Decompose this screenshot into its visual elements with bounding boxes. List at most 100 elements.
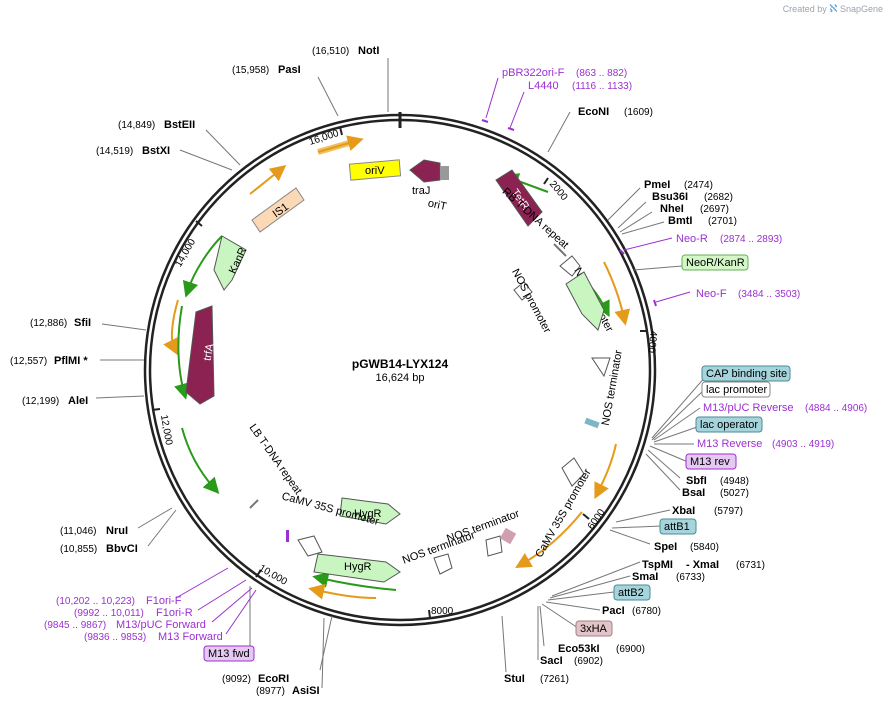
orf-arcs [163,135,631,600]
feature-TetR [495,169,543,227]
primer-l4440-range: (1116 .. 1133) [572,81,632,92]
feature-traJ-label: traJ [412,185,430,197]
feature-lb-repeat-label: LB T-DNA repeat [247,422,304,497]
site-econi-pos: (1609) [624,107,653,118]
feature-trfA [185,305,215,405]
tick-label-4000: 4000 [646,330,659,354]
feature-nos-promoter-2-label: NOS promoter [509,267,553,336]
leader-ecori [319,615,333,671]
primer-leaders [175,77,691,635]
primer-leader-neo-r [623,237,673,251]
tick-label-14000: 14,000 [173,237,198,269]
primer-labels: pBR322ori-F (863 .. 882) L4440 (1116 .. … [44,67,867,643]
tick-14000 [195,220,203,227]
tick-6000 [582,513,590,520]
tick-12000 [151,408,161,411]
leader-bbvci [147,509,177,547]
plasmid-size: 16,624 bp [376,372,425,384]
feature-hygr-1 [339,497,401,525]
feature-nos-term-2 [485,535,503,557]
site-ecori-pos: (9092) [222,674,251,685]
box-attb1-label: attB1 [664,521,690,533]
site-asisi-name: AsiSI [292,685,320,697]
site-smai-pos: (6733) [676,572,705,583]
site-pflmi-name: PflMI * [54,355,88,367]
feature-IS1 [251,187,305,233]
leader-neor-box [633,265,683,271]
orf-arc-left-3 [174,305,190,400]
snapgene-logo-icon: ℵ [829,3,838,15]
site-bsteii-name: BstEII [164,119,195,131]
primer-mark-pbr322 [481,119,489,123]
site-saci-name: SacI [540,655,563,667]
box-3xha [575,620,613,637]
site-stui-pos: (7261) [540,674,569,685]
primer-neo-r-name: Neo-R [676,233,708,245]
site-bstxi-pos: (14,519) [96,146,133,157]
feature-cap-block [584,417,600,429]
leader-xbai [615,509,671,523]
site-leaders [95,58,707,689]
site-alei-name: AleI [68,395,88,407]
feature-attb-block [499,527,517,545]
site-nrui-name: NruI [106,525,128,537]
tick-8000 [428,609,431,619]
orf-arc-left-1 [182,235,223,298]
orf-arc-upper-left [249,165,287,195]
site-xmai-name: - XmaI [686,559,719,571]
orf-arc-top-left-line [317,135,364,153]
site-pasi-pos: (15,958) [232,65,269,76]
site-bsu36i-pos: (2682) [704,192,733,203]
feature-hygr-2 [313,553,401,583]
boxed-labels: NeoR/KanR CAP binding site lac promoter … [203,254,791,662]
leader-econi [547,111,571,153]
primer-m13-rev-range: (4903 .. 4919) [772,439,834,450]
primer-leader-f1ori-f [175,567,229,599]
site-paci-name: PacI [602,605,625,617]
primer-m13-fwd-name: M13 Forward [158,631,223,643]
feature-oriT [440,166,449,180]
site-smai-name: SmaI [632,571,658,583]
box-m13-fwd-label: M13 fwd [208,648,250,660]
feature-nos-term-3 [433,553,453,575]
primer-l4440-name: L4440 [528,80,559,92]
leader-pmei [607,187,641,221]
feature-lb-repeat-mark [249,499,259,509]
primer-f1ori-f-name: F1ori-F [146,595,182,607]
feature-camv-35s-2 [297,535,323,557]
leader-tspmi [551,561,641,597]
credit-created-by: Created by [782,4,827,14]
feature-hygr-2-label: HygR [344,561,372,573]
leader-attb1 [611,525,663,529]
primer-m13puc-rev-name: M13/pUC Reverse [703,402,793,414]
leader-asisi [321,617,325,689]
leader-bmti [621,221,665,235]
site-stui-name: StuI [504,673,525,685]
orf-arc-bottom-2 [308,583,377,600]
primer-neo-f-range: (3484 .. 3503) [738,289,800,300]
feature-kanR [213,235,247,291]
leader-bsteii [205,129,241,166]
feature-oriT-label: oriT [427,197,448,213]
feature-oriV [348,159,402,181]
box-lac-promoter-label: lac promoter [706,384,767,396]
primer-mark-neo-f [653,299,657,307]
site-sbfi-pos: (4948) [720,476,749,487]
box-lac-operator-label: lac operator [700,419,758,431]
leader-m13rev-box [649,445,689,463]
tick-label-8000: 8000 [431,606,454,617]
leader-pasi [317,76,339,117]
site-pflmi-pos: (12,557) [10,356,47,367]
box-attb1 [659,518,697,535]
site-nhei-pos: (2697) [700,204,729,215]
leader-stui [501,615,507,673]
primer-neo-f-name: Neo-F [696,288,727,300]
tick-label-12000: 12,000 [158,414,174,446]
site-paci-pos: (6780) [632,606,661,617]
tick-10000 [255,569,262,578]
leader-m13puc-rev [653,407,701,441]
site-nhei-name: NheI [660,203,684,215]
site-bsai-name: BsaI [682,487,705,499]
site-pasi-name: PasI [278,64,301,76]
